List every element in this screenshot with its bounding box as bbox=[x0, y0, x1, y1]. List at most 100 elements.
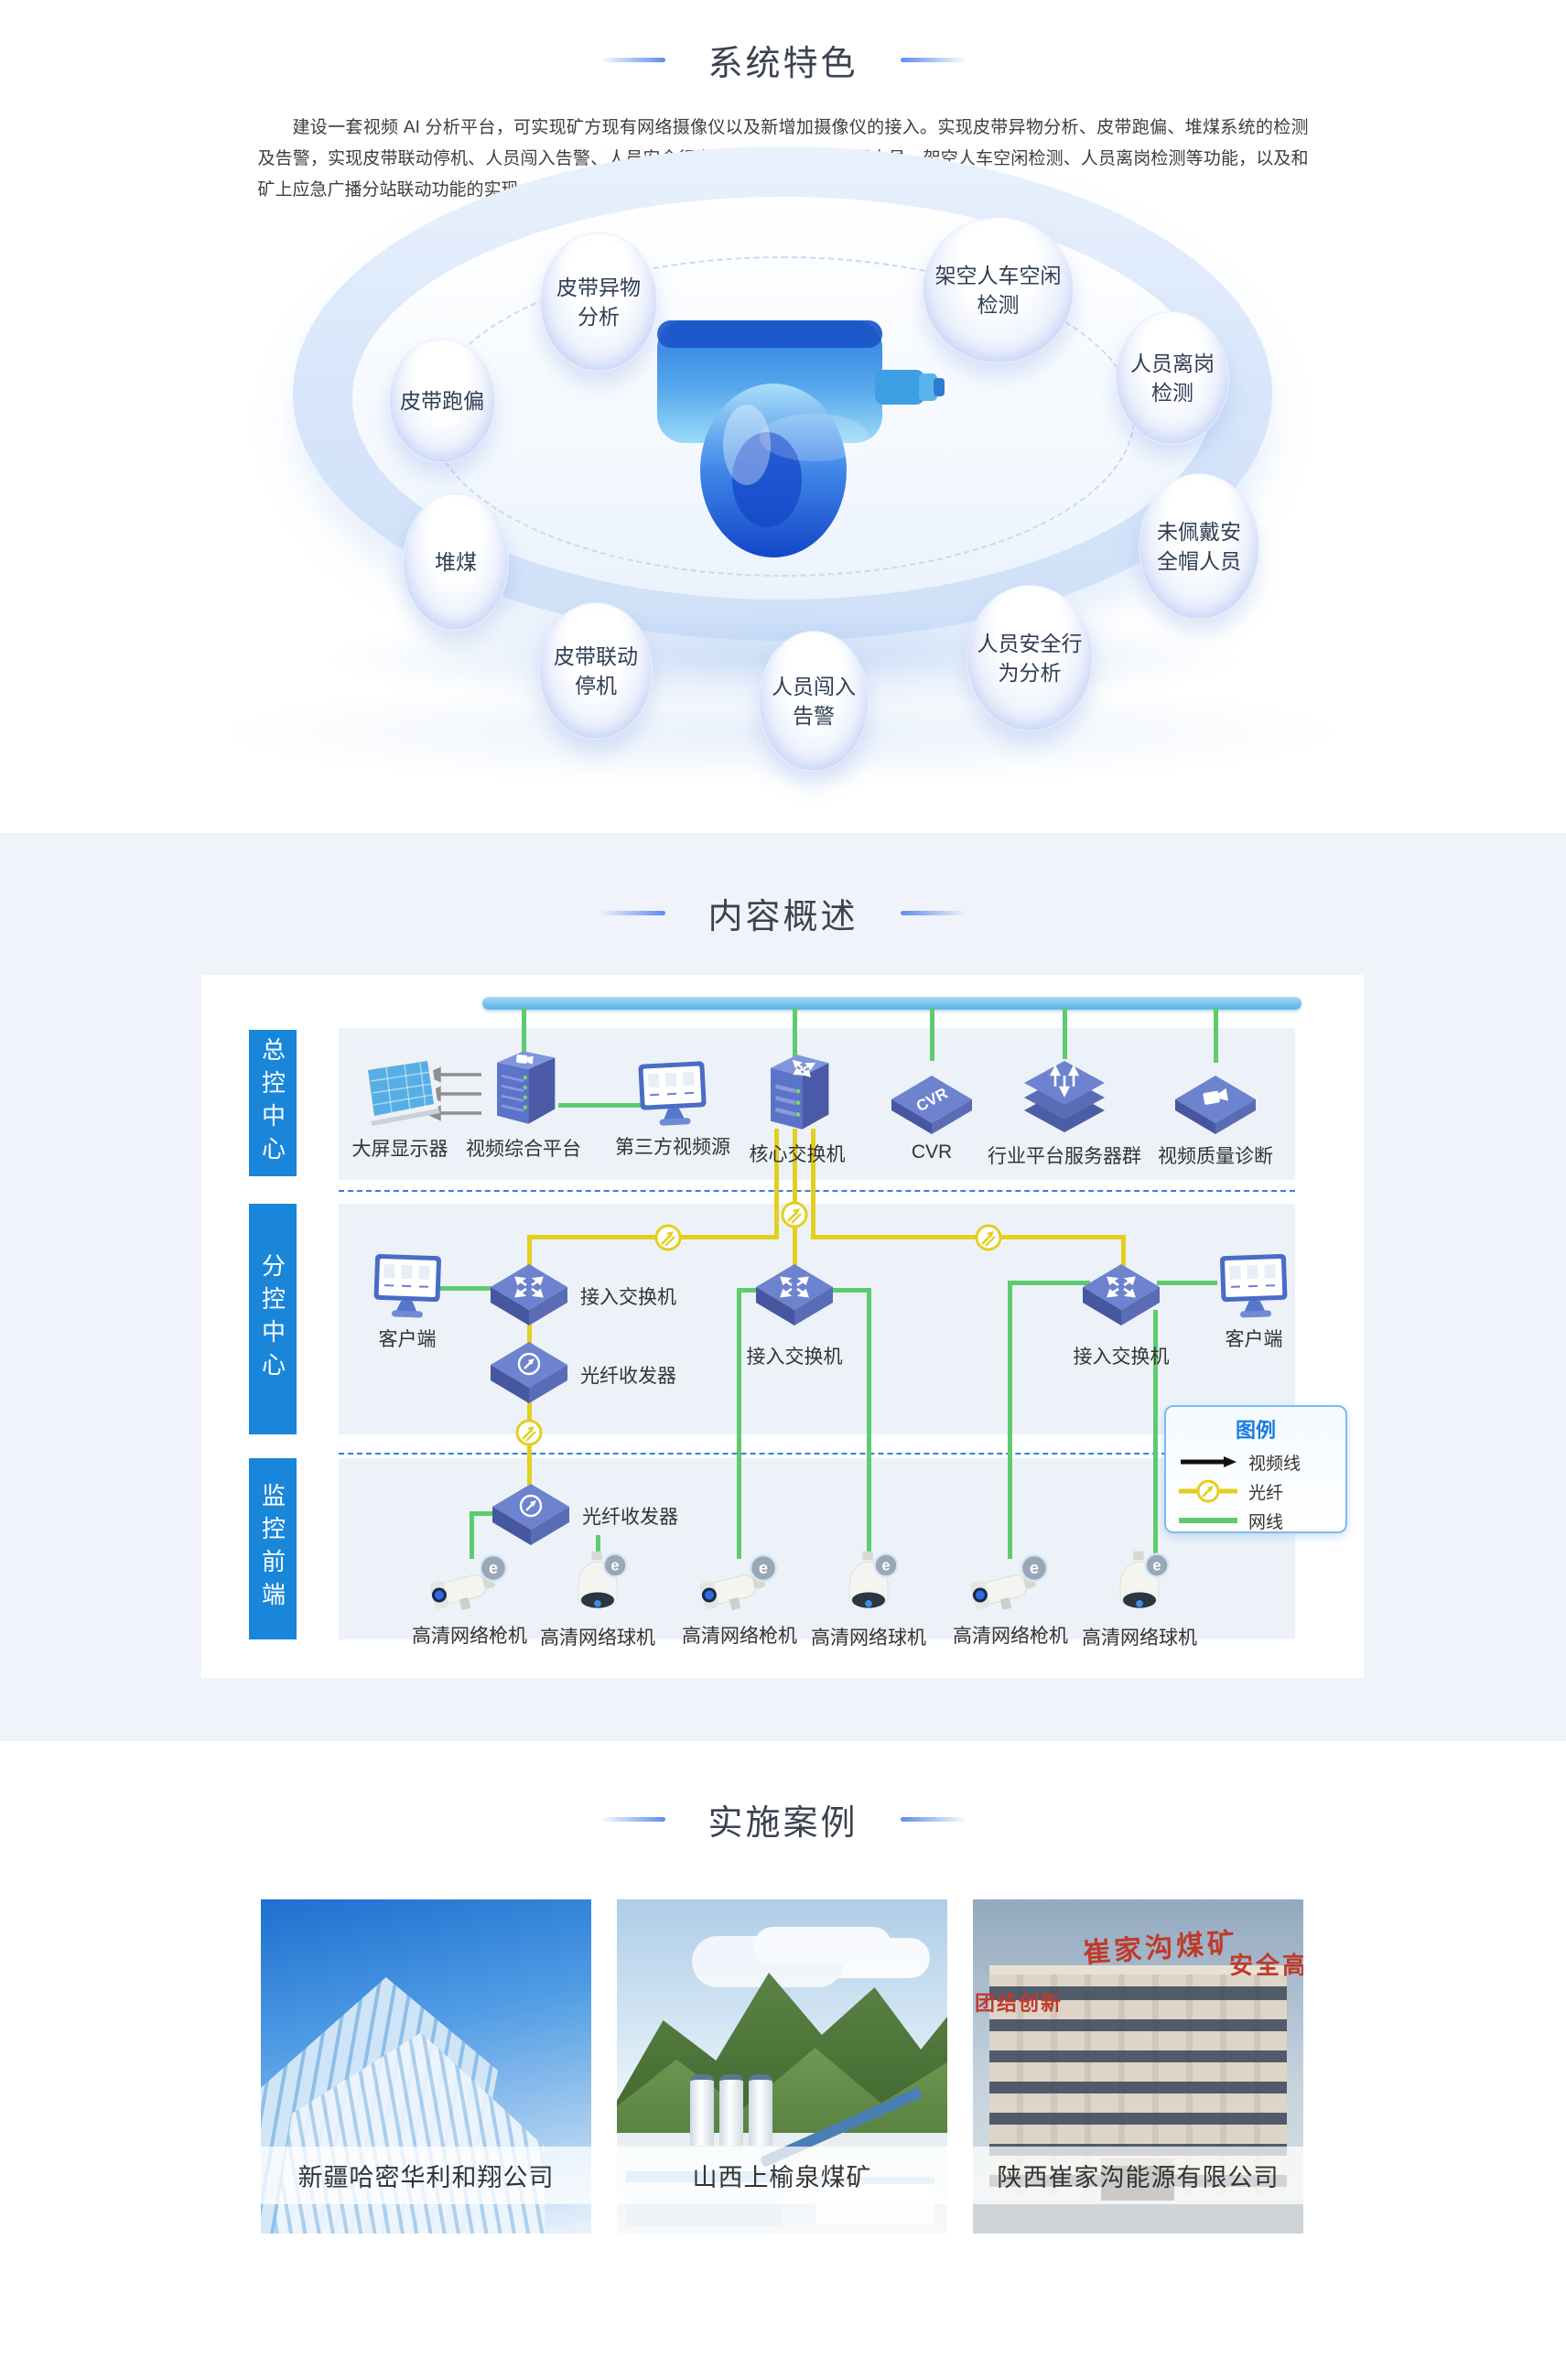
dome-camera-icon: e bbox=[1119, 1551, 1170, 1608]
case-caption: 山西上榆泉煤矿 bbox=[617, 2147, 947, 2204]
hero-ring-outer bbox=[293, 146, 1272, 641]
camera-label: 高清网络枪机 bbox=[953, 1626, 1068, 1647]
camera-badge: e bbox=[1153, 1558, 1161, 1574]
device-label: CVR bbox=[911, 1141, 953, 1163]
title-dash-right bbox=[900, 58, 965, 62]
section-system-features: 系统特色 建设一套视频 AI 分析平台，可实现矿方现有网络摄像仪以及新增加摄像仪… bbox=[0, 0, 1566, 833]
zone-panel-branch bbox=[339, 1204, 1295, 1434]
camera-badge: e bbox=[882, 1558, 891, 1574]
diagram-legend: 图例 视频线 光纤 bbox=[1164, 1405, 1347, 1533]
camera-dome-2: e 高清网络球机 bbox=[800, 1546, 937, 1650]
net-line bbox=[470, 1511, 506, 1516]
net-line bbox=[470, 1511, 474, 1559]
net-line bbox=[1157, 1281, 1217, 1285]
rooftop-sign-text: 崔家沟煤矿 bbox=[1082, 1928, 1240, 1969]
feature-bubble-intrusion-alarm: 人员闯入告警 bbox=[759, 631, 869, 772]
device-server-cluster: 行业平台服务器群 bbox=[988, 1059, 1141, 1169]
camera-bullet-3: e 高清网络枪机 bbox=[942, 1552, 1079, 1649]
legend-title: 图例 bbox=[1235, 1419, 1276, 1442]
fiber-node-icon bbox=[975, 1224, 1002, 1251]
legend-item-lan: 网线 bbox=[1179, 1506, 1333, 1535]
lan-line-icon bbox=[1179, 1518, 1237, 1523]
video-platform-server-icon bbox=[497, 1051, 556, 1124]
fiber-line bbox=[527, 1315, 532, 1345]
camera-bullet-2: e 高清网络枪机 bbox=[671, 1552, 808, 1649]
server-cluster-icon bbox=[1024, 1061, 1105, 1132]
section-implementation-cases: 实施案例 新疆哈密华利和翔公司 山西上榆泉煤矿 bbox=[0, 1741, 1566, 2380]
feature-bubble-coal-pile: 堆煤 bbox=[403, 493, 509, 631]
net-line bbox=[596, 1535, 600, 1559]
video-quality-icon bbox=[1175, 1076, 1256, 1134]
net-line bbox=[930, 1008, 934, 1061]
big-screen-icon bbox=[363, 1056, 440, 1126]
case-card-shanxi[interactable]: 山西上榆泉煤矿 bbox=[617, 1899, 947, 2234]
feature-bubble-no-helmet: 未佩戴安全帽人员 bbox=[1139, 473, 1259, 620]
fiber-line bbox=[811, 1129, 815, 1239]
access-switch-icon bbox=[1083, 1264, 1160, 1325]
camera-dome-1: e 高清网络球机 bbox=[529, 1546, 666, 1650]
network-topology-diagram: 总控中心 分控中心 监控前端 bbox=[201, 975, 1364, 1678]
net-line bbox=[793, 1008, 797, 1057]
feature-bubble-behavior-analysis: 人员安全行为分析 bbox=[967, 585, 1093, 731]
ptz-camera-illustration bbox=[657, 320, 945, 557]
case-card-list: 新疆哈密华利和翔公司 山西上榆泉煤矿 崔家沟煤矿 bbox=[261, 1899, 1304, 2234]
hero-ring-inner bbox=[352, 197, 1213, 600]
device-label: 光纤收发器 bbox=[582, 1507, 678, 1528]
device-label: 核心交换机 bbox=[749, 1144, 846, 1165]
device-label: 视频综合平台 bbox=[466, 1139, 581, 1160]
legend-item-fiber: 光纤 bbox=[1179, 1477, 1333, 1506]
camera-badge: e bbox=[759, 1559, 768, 1577]
camera-badge: e bbox=[1030, 1559, 1039, 1577]
zone-label-master-center: 总控中心 bbox=[249, 1030, 297, 1176]
access-switch-icon bbox=[756, 1264, 833, 1325]
feature-bubble-belt-linkage-stop: 皮带联动停机 bbox=[539, 602, 653, 740]
legend-item-video: 视频线 bbox=[1179, 1447, 1333, 1477]
monitor-icon bbox=[1220, 1253, 1288, 1318]
camera-label: 高清网络枪机 bbox=[412, 1626, 527, 1647]
silo-shape bbox=[719, 2074, 743, 2146]
fiber-line bbox=[774, 1129, 779, 1239]
hero-ground-glow-2 bbox=[220, 677, 1345, 787]
cases-title: 实施案例 bbox=[707, 1804, 859, 1843]
case-card-xinjiang[interactable]: 新疆哈密华利和翔公司 bbox=[261, 1899, 591, 2234]
camera-bullet-1: e 高清网络枪机 bbox=[401, 1552, 538, 1649]
zone-panel-front bbox=[339, 1458, 1295, 1639]
hero-ground-glow bbox=[325, 609, 1240, 709]
hero-ring-dashed bbox=[430, 256, 1135, 577]
dome-camera-icon: e bbox=[578, 1551, 628, 1608]
device-big-screen: 大屏显示器 bbox=[345, 1052, 455, 1162]
zone-separator-1 bbox=[339, 1190, 1295, 1192]
case-card-shaanxi[interactable]: 崔家沟煤矿 安全高 团结创新 陕西崔家沟能源有限公司 bbox=[973, 1899, 1303, 2234]
monitor-icon bbox=[638, 1061, 707, 1126]
device-cvr: CVR CVR bbox=[888, 1072, 976, 1163]
camera-badge: e bbox=[611, 1558, 620, 1574]
title-dash-left bbox=[601, 911, 666, 915]
title-dash-left bbox=[601, 1817, 666, 1822]
section-title-row: 系统特色 bbox=[0, 0, 1566, 85]
device-video-platform: 视频综合平台 bbox=[466, 1044, 581, 1162]
net-line bbox=[1008, 1281, 1012, 1559]
device-thirdparty-source: 第三方视频源 bbox=[615, 1057, 730, 1160]
zone-label-front-end: 监控前端 bbox=[249, 1458, 297, 1639]
feature-bubble-off-duty: 人员离岗检测 bbox=[1116, 311, 1229, 445]
rooftop-sign-text: 安全高 bbox=[1228, 1952, 1303, 1979]
device-label: 视频质量诊断 bbox=[1158, 1146, 1273, 1167]
device-video-quality: 视频质量诊断 bbox=[1158, 1072, 1273, 1169]
dome-camera-icon: e bbox=[848, 1551, 899, 1608]
net-line bbox=[867, 1288, 871, 1559]
device-client-left: 客户端 bbox=[355, 1250, 459, 1352]
bullet-camera-icon: e bbox=[699, 1553, 778, 1610]
feature-bubble-belt-deviation: 皮带跑偏 bbox=[389, 339, 495, 463]
legend-label: 光纤 bbox=[1248, 1483, 1284, 1503]
net-line bbox=[522, 1008, 526, 1057]
device-label: 接入交换机 bbox=[1073, 1347, 1170, 1368]
device-access-switch-3: 接入交换机 bbox=[1071, 1261, 1172, 1369]
fiber-transceiver-icon bbox=[491, 1342, 567, 1403]
fiber-transceiver-icon bbox=[492, 1484, 569, 1545]
net-line bbox=[1214, 1008, 1218, 1063]
title-dash-right bbox=[900, 911, 965, 915]
intro-paragraph: 建设一套视频 AI 分析平台，可实现矿方现有网络摄像仪以及新增加摄像仪的接入。实… bbox=[257, 118, 1309, 200]
device-label: 接入交换机 bbox=[580, 1287, 676, 1308]
cvr-icon: CVR bbox=[891, 1076, 972, 1134]
net-line bbox=[1063, 1008, 1067, 1059]
